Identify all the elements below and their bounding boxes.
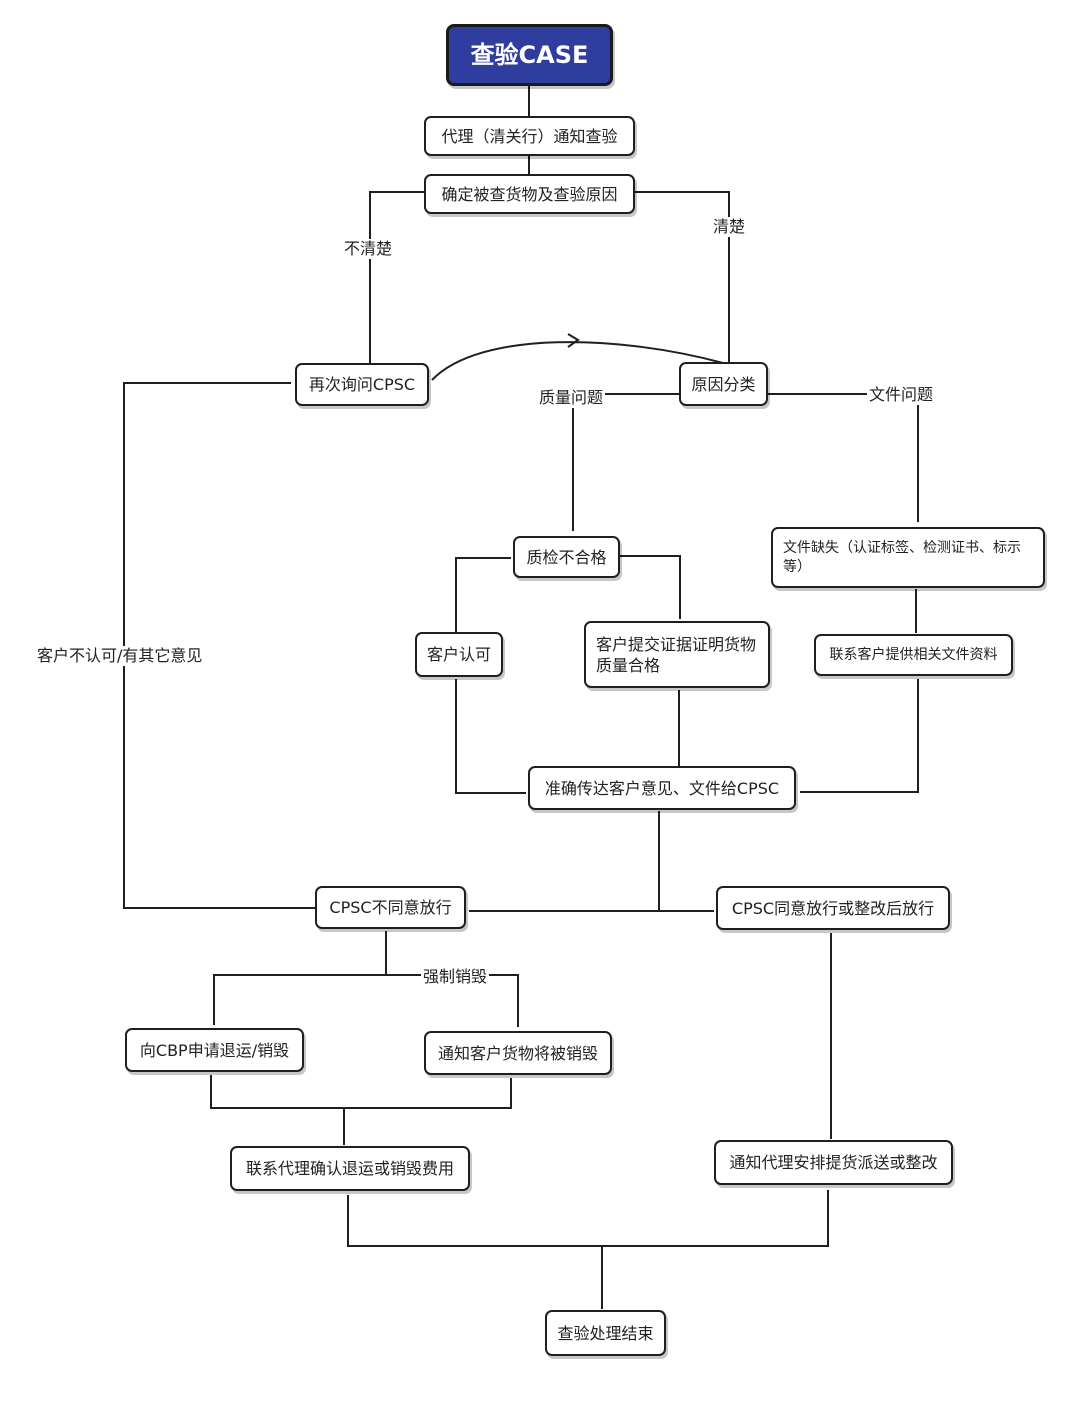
client-accept-node: 客户认可 <box>415 632 503 677</box>
connector-quality-branch <box>572 393 681 531</box>
client-evidence-node: 客户提交证据证明货物质量合格 <box>584 621 770 688</box>
label-force-destroy: 强制销毁 <box>421 967 490 987</box>
apply-cbp-node: 向CBP申请退运/销毁 <box>125 1028 304 1072</box>
connector-final-merge <box>347 1190 829 1247</box>
connector-client-disagree-loop <box>123 382 315 909</box>
classify-node: 原因分类 <box>679 362 768 406</box>
connector-merge-destroy <box>210 1075 512 1109</box>
notify-destroy-node: 通知客户货物将被销毁 <box>424 1031 612 1075</box>
notify-pickup-node: 通知代理安排提货派送或整改 <box>714 1140 953 1185</box>
confirm-goods-node: 确定被查货物及查验原因 <box>424 174 635 214</box>
connector-arrowhead <box>567 333 580 348</box>
label-clear: 清楚 <box>711 217 748 237</box>
connector-document-branch <box>768 393 919 522</box>
qc-fail-node: 质检不合格 <box>513 536 620 578</box>
reinquire-cpsc-node: 再次询问CPSC <box>295 363 429 406</box>
label-client-disagree: 客户不认可/有其它意见 <box>35 646 205 666</box>
cpsc-approve-node: CPSC同意放行或整改后放行 <box>716 886 950 930</box>
connector-contact-to-convey <box>800 679 919 793</box>
agent-notice-node: 代理（清关行）通知查验 <box>424 116 635 156</box>
end-node: 查验处理结束 <box>545 1310 666 1356</box>
connector-force-destroy-branch <box>213 974 519 1027</box>
connector-accept-to-convey <box>455 679 526 794</box>
label-document: 文件问题 <box>867 385 936 405</box>
cpsc-reject-node: CPSC不同意放行 <box>315 886 466 929</box>
convey-cpsc-node: 准确传达客户意见、文件给CPSC <box>528 766 796 810</box>
connector-clear-branch <box>635 191 730 364</box>
connector-unclear-branch <box>369 191 425 364</box>
contact-docs-node: 联系客户提供相关文件资料 <box>814 634 1013 676</box>
connector-qc-to-accept <box>455 557 511 635</box>
connector-reinquire-to-classify <box>431 341 724 381</box>
doc-missing-node: 文件缺失（认证标签、检测证书、标示等） <box>771 527 1045 588</box>
label-unclear: 不清楚 <box>342 239 395 259</box>
contact-fee-node: 联系代理确认退运或销毁费用 <box>230 1146 470 1191</box>
connector-qc-to-evidence <box>620 555 681 619</box>
label-quality: 质量问题 <box>537 388 606 408</box>
start-node: 查验CASE <box>446 24 613 86</box>
